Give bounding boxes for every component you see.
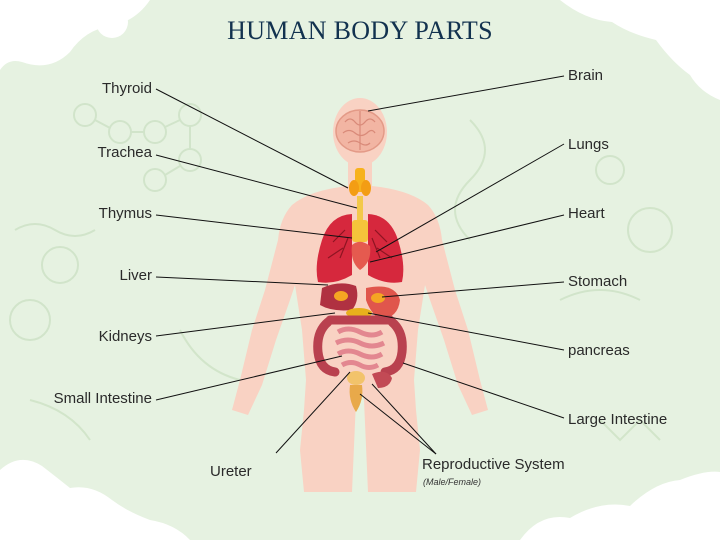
label-reproductive-note: (Male/Female): [423, 477, 482, 487]
leader-lines: [155, 75, 565, 455]
label-large-intestine: Large Intestine: [568, 411, 668, 428]
heart-organ: [351, 241, 371, 270]
large-intestine-organ: [313, 315, 407, 377]
reproductive-organ: [347, 371, 392, 412]
label-thymus: Thymus: [98, 205, 152, 222]
brain-organ: [335, 109, 385, 153]
right-kidney-organ: [371, 293, 385, 303]
label-stomach: Stomach: [568, 273, 628, 290]
label-heart: Heart: [568, 205, 605, 222]
label-pancreas: pancreas: [568, 342, 630, 359]
label-lungs: Lungs: [568, 136, 609, 153]
thymus-organ: [352, 220, 368, 242]
lungs-organ: [316, 214, 404, 283]
left-kidney-organ: [334, 291, 348, 301]
small-intestine-organ: [334, 326, 386, 370]
thyroid-organ: [349, 168, 371, 196]
body-silhouette: [232, 98, 488, 492]
label-thyroid: Thyroid: [101, 80, 152, 97]
label-kidneys: Kidneys: [98, 328, 152, 345]
label-trachea: Trachea: [97, 144, 152, 161]
trachea-organ: [357, 196, 363, 234]
label-reproductive-system: Reproductive System: [422, 456, 565, 473]
page-title: HUMAN BODY PARTS: [227, 16, 493, 45]
label-liver: Liver: [119, 267, 152, 284]
label-brain: Brain: [568, 67, 604, 84]
label-small-intestine: Small Intestine: [53, 390, 152, 407]
label-ureter: Ureter: [210, 463, 252, 480]
